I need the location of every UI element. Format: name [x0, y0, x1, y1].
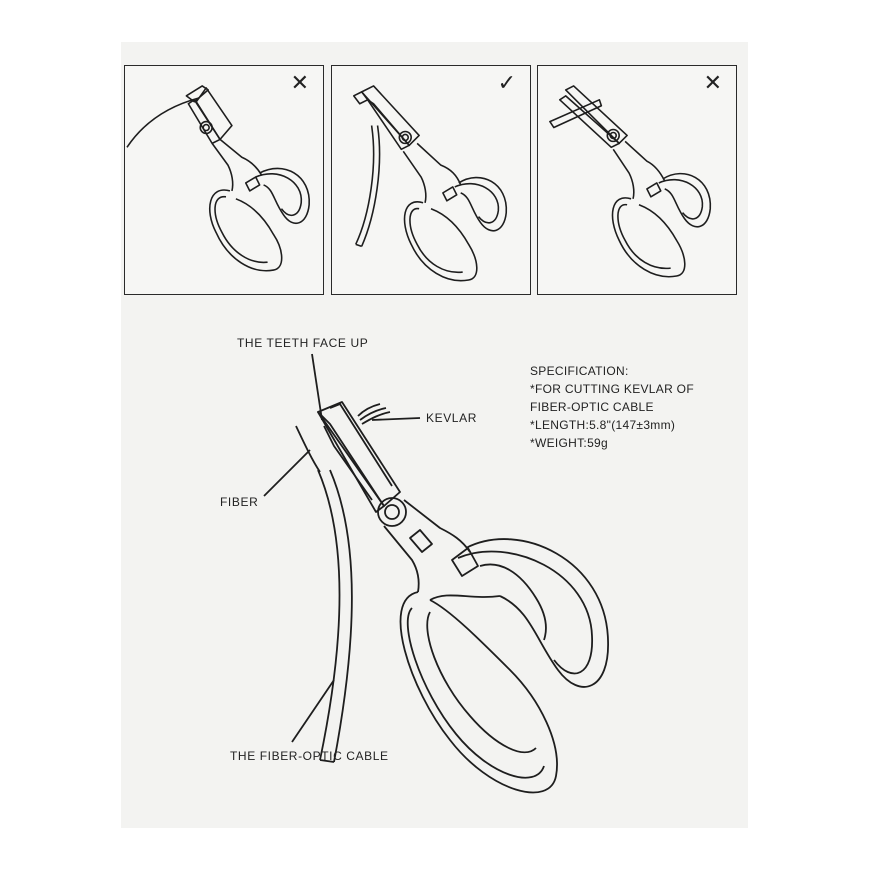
label-fiber: FIBER	[220, 495, 259, 509]
scissors-icon	[126, 85, 310, 272]
spec-line-3: *LENGTH:5.8"(147±3mm)	[530, 418, 676, 432]
cross-mark-icon: ✕	[290, 70, 309, 95]
scissors-icon	[549, 85, 712, 278]
panel-wrong-2: ✕	[537, 65, 737, 295]
panel-correct: ✓	[331, 65, 531, 295]
spec-line-1: *FOR CUTTING KEVLAR OF	[530, 382, 694, 396]
label-teeth-face-up: THE TEETH FACE UP	[237, 336, 369, 350]
label-fiber-optic-cable: THE FIBER-OPTIC CABLE	[230, 749, 389, 763]
spec-title: SPECIFICATION:	[530, 364, 629, 378]
panel-wrong-1: ✕	[124, 65, 324, 295]
scissors-icon	[352, 85, 508, 282]
check-mark-icon: ✓	[497, 70, 516, 95]
spec-line-4: *WEIGHT:59g	[530, 436, 608, 450]
spec-line-2: FIBER-OPTIC CABLE	[530, 400, 654, 414]
label-kevlar: KEVLAR	[426, 411, 477, 425]
cross-mark-icon: ✕	[703, 70, 722, 95]
specification-block: SPECIFICATION: *FOR CUTTING KEVLAR OF FI…	[530, 362, 694, 452]
scissors-main-illustration	[263, 353, 609, 794]
